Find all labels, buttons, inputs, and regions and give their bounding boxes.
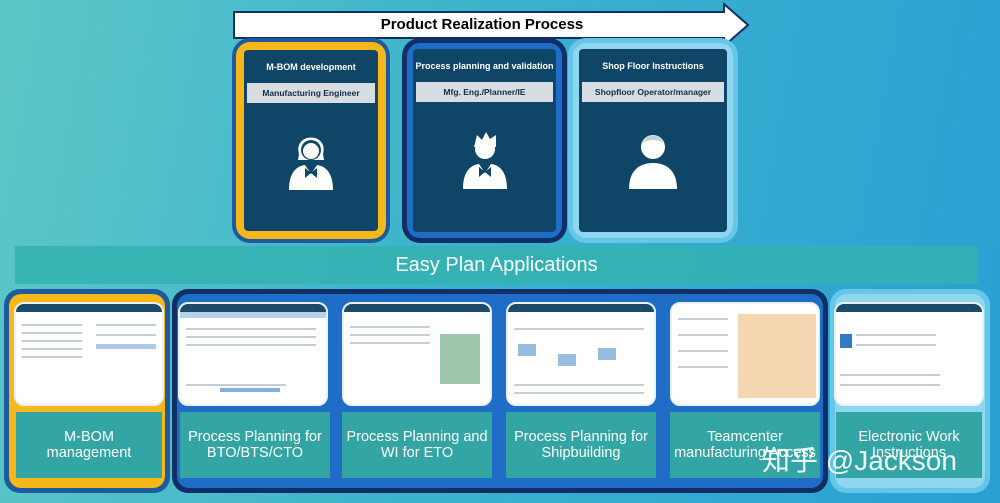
role-name: Mfg. Eng./Planner/IE — [416, 82, 553, 102]
app-screenshot-teamcenter — [670, 302, 820, 406]
male-person-icon — [462, 132, 507, 189]
app-label-eto: Process Planning and WI for ETO — [342, 412, 492, 478]
role-title: Process planning and validation — [415, 60, 554, 71]
app-screenshot-eto — [342, 302, 492, 406]
app-label-shipbuilding: Process Planning for Shipbuilding — [506, 412, 656, 478]
watermark: 知乎 @Jackson — [762, 445, 957, 476]
person-icon — [629, 135, 677, 189]
app-label-ewi: Electronic Work Instructions — [836, 412, 982, 478]
role-card-process-planning: Process planning and validation Mfg. Eng… — [402, 38, 567, 243]
easy-plan-banner: Easy Plan Applications — [15, 246, 978, 284]
female-person-icon — [289, 137, 333, 190]
app-label-mbom: M-BOM management — [16, 412, 162, 478]
app-label-bto: Process Planning for BTO/BTS/CTO — [180, 412, 330, 478]
app-label-teamcenter: Teamcenter manufacturing Access — [670, 412, 820, 478]
role-title: Shop Floor Instructions — [602, 60, 704, 71]
role-card-shop-floor: Shop Floor Instructions Shopfloor Operat… — [568, 38, 738, 243]
role-title: M-BOM development — [266, 61, 356, 72]
app-screenshot-bto — [178, 302, 328, 406]
app-screenshot-shipbuilding — [506, 302, 656, 406]
role-card-mbom: M-BOM development Manufacturing Engineer — [232, 38, 390, 243]
process-title: Product Realization Process — [380, 16, 584, 33]
role-name: Shopfloor Operator/manager — [582, 82, 724, 102]
role-name: Manufacturing Engineer — [247, 83, 375, 103]
app-screenshot-mbom — [14, 302, 164, 406]
app-screenshot-ewi — [834, 302, 984, 406]
